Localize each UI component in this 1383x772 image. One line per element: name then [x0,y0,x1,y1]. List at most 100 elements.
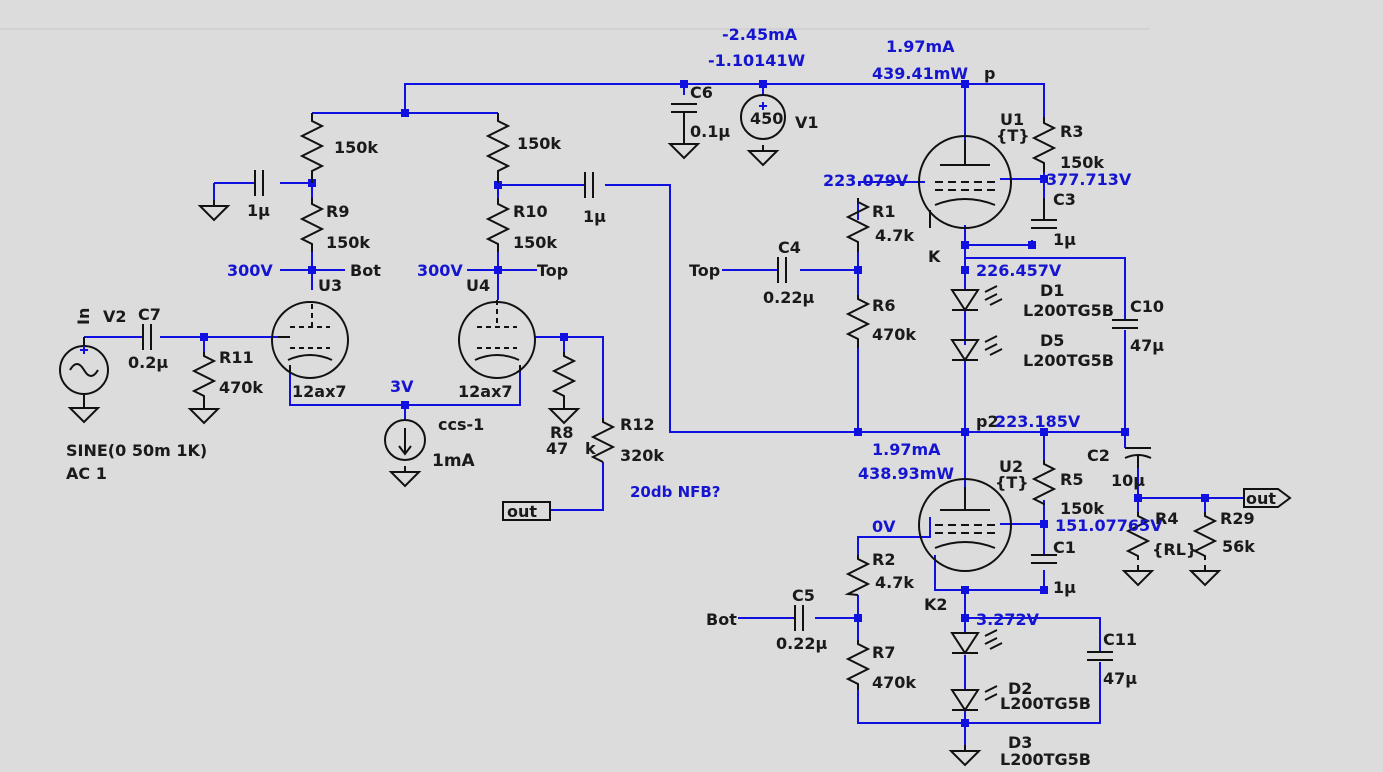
u3-model: 12ax7 [292,382,347,401]
u2-current: 1.97mA [872,440,941,459]
c5-value: 0.22µ [776,634,827,653]
r6-name: R6 [872,296,895,315]
c5-name: C5 [792,586,815,605]
u2-model: {T} [995,473,1029,492]
r11-name: R11 [219,348,254,367]
c6-value: 0.1µ [690,122,730,141]
u3-name: U3 [318,276,342,295]
r10-value: 150k [513,233,557,252]
c10-name: C10 [1130,297,1164,316]
sine-line-2: AC 1 [66,464,107,483]
r2-value: 4.7k [875,573,914,592]
v2-name: V2 [103,307,127,326]
u4-name: U4 [466,276,490,295]
out-flag-left: out [507,502,537,521]
c4-name: C4 [778,238,801,257]
voltage-300-b: 300V [417,261,463,280]
d2-name: D2 [1008,679,1032,698]
nfb-note: 20db NFB? [630,483,721,501]
out-flag-right: out [1246,489,1276,508]
polarity-marks [80,102,767,354]
r11-value: 470k [219,378,263,397]
net-bot-2: Bot [706,610,737,629]
r9-value: 150k [326,233,370,252]
r8-unit: k [585,439,596,458]
d1-name: D1 [1040,281,1064,300]
c7-name: C7 [138,305,161,324]
r9-name: R9 [326,202,349,221]
v1-power: -1.10141W [708,51,806,70]
voltage-223079: 223.079V [823,171,909,190]
u1-model: {T} [996,126,1030,145]
c4-value: 0.22µ [763,288,814,307]
c11-name: C11 [1103,630,1137,649]
voltage-0: 0V [872,517,896,536]
u2-name: U2 [999,457,1023,476]
voltage-377713: 377.713V [1046,170,1132,189]
k-name: K [928,247,941,266]
v1-value: 450 [750,109,783,128]
c2-name: C2 [1087,446,1110,465]
v1-name: V1 [795,113,819,132]
d3-name: D3 [1008,733,1032,752]
ccs-value: 1mA [432,451,476,471]
r10-name: R10 [513,202,548,221]
node-p: p [984,64,995,83]
voltage-300-a: 300V [227,261,273,280]
voltage-151077: 151.07765V [1055,516,1163,535]
r29-value: 56k [1222,537,1255,556]
d1-model: L200TG5B [1023,301,1114,320]
r5-value: 150k [1060,499,1104,518]
u1-power: 439.41mW [872,64,968,83]
c3-value: 1µ [1053,230,1076,249]
r7-value: 470k [872,673,916,692]
r8-value: 47 [546,439,568,458]
c1-value: 1µ [1053,578,1076,597]
ccs-name: ccs-1 [438,415,484,434]
r4-name: R4 [1155,509,1178,528]
d5-model: L200TG5B [1023,351,1114,370]
r4-value: {RL} [1152,540,1197,559]
r6-value: 470k [872,325,916,344]
sine-line-1: SINE(0 50m 1K) [66,441,207,460]
voltage-3272: 3.272V [976,610,1040,629]
r12-name: R12 [620,415,655,434]
r3-name: R3 [1060,122,1083,141]
u4-model: 12ax7 [458,382,513,401]
r5-name: R5 [1060,470,1083,489]
r12-value: 320k [620,446,664,465]
r29-name: R29 [1220,509,1255,528]
u1-current: 1.97mA [886,37,955,56]
voltage-3: 3V [390,377,414,396]
c7-value: 0.2µ [128,353,168,372]
labels: -2.45mA -1.10141W 1.97mA 439.41mW p 150k… [66,25,1276,769]
v1-current: -2.45mA [722,25,798,44]
c-in-left-value: 1µ [247,201,270,220]
c6-name: C6 [690,83,713,102]
r3-value: 150k [1060,153,1104,172]
components [59,94,1292,712]
r-top-left-value: 150k [334,138,378,157]
c10-value: 47µ [1130,336,1164,355]
voltage-223185: 223.185V [995,412,1081,431]
c11-value: 47µ [1103,669,1137,688]
net-in: In [74,308,93,325]
d5-name: D5 [1040,331,1064,350]
c2-value: 10µ [1111,471,1145,490]
u1-name: U1 [1000,110,1024,129]
r7-name: R7 [872,643,895,662]
net-bot-1: Bot [350,261,381,280]
u2-power: 438.93mW [858,464,954,483]
d2-model: L200TG5B [1000,694,1091,713]
net-top-1: Top [537,261,568,280]
c-in-right-value: 1µ [583,207,606,226]
d3-model: L200TG5B [1000,750,1091,769]
node-p2: p2 [976,412,999,431]
c3-name: C3 [1053,190,1076,209]
voltage-226457: 226.457V [976,261,1062,280]
r2-name: R2 [872,550,895,569]
r1-name: R1 [872,202,895,221]
r8-name: R8 [550,423,573,442]
net-top-2: Top [689,261,720,280]
